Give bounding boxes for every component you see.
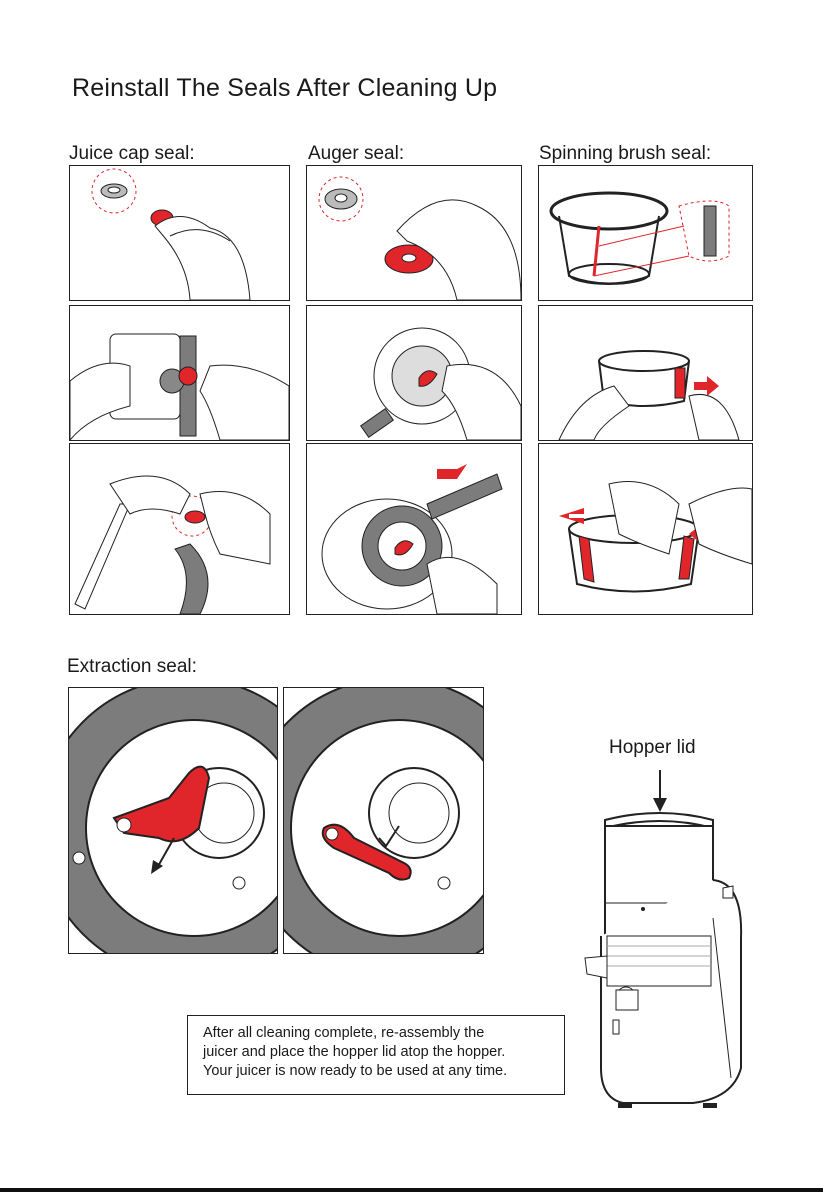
- bottom-rule: [0, 1188, 823, 1192]
- extraction-seal-label: Extraction seal:: [67, 656, 197, 678]
- note-line: After all cleaning complete, re-assembly…: [203, 1024, 564, 1043]
- auger-seal-label: Auger seal:: [308, 143, 404, 165]
- note-line: juicer and place the hopper lid atop the…: [203, 1043, 564, 1062]
- spinning-brush-seal-label: Spinning brush seal:: [539, 143, 711, 165]
- auger-step-2-illustration: [306, 305, 522, 441]
- arrow-down-icon: [653, 798, 667, 812]
- juice-cap-step-2-illustration: [69, 305, 290, 441]
- brush-step-2-illustration: [538, 305, 753, 441]
- juice-cap-seal-label: Juice cap seal:: [69, 143, 195, 165]
- brush-step-3-illustration: [538, 443, 753, 615]
- extraction-seal-installed-illustration: [283, 687, 484, 954]
- brush-step-1-illustration: [538, 165, 753, 301]
- juice-cap-step-3-illustration: [69, 443, 290, 615]
- auger-step-1-illustration: [306, 165, 522, 301]
- juicer-illustration: [583, 768, 753, 1120]
- hopper-lid-label: Hopper lid: [609, 737, 696, 759]
- juice-cap-step-1-illustration: [69, 165, 290, 301]
- note-line: Your juicer is now ready to be used at a…: [203, 1062, 564, 1081]
- page-title: Reinstall The Seals After Cleaning Up: [72, 74, 497, 103]
- extraction-seal-removal-illustration: [68, 687, 278, 954]
- final-instruction-note: After all cleaning complete, re-assembly…: [187, 1015, 565, 1095]
- auger-step-3-illustration: [306, 443, 522, 615]
